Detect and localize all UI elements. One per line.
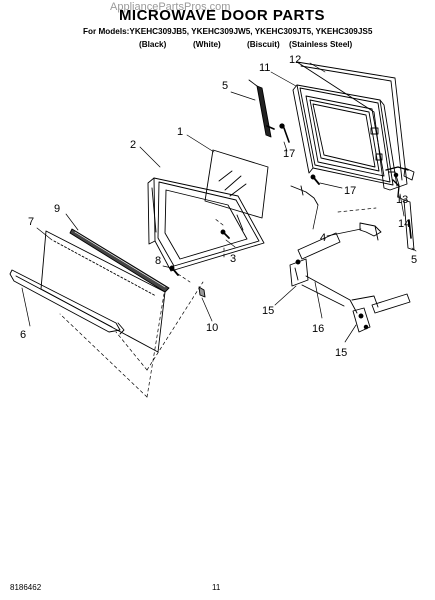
assembly-dashed-lines <box>59 207 377 398</box>
part-14-bracket <box>385 166 415 186</box>
leader-lines <box>21 62 417 343</box>
part-13-latch <box>392 179 400 197</box>
callout-7: 7 <box>28 216 34 228</box>
finish-label-stainless: (Stainless Steel) <box>289 40 353 49</box>
part-10-clip <box>198 286 206 298</box>
callout-8: 8 <box>155 255 161 267</box>
callout-15-left: 15 <box>262 305 274 317</box>
finish-label-biscuit: (Biscuit) <box>247 40 280 49</box>
callout-1: 1 <box>177 126 183 138</box>
watermark: AppliancePartsPros.com <box>110 1 231 13</box>
callout-5-lower: 5 <box>411 254 417 266</box>
callout-12: 12 <box>289 54 301 66</box>
part-6-handle <box>9 269 125 335</box>
callout-11: 11 <box>259 62 270 74</box>
callout-10: 10 <box>206 322 218 334</box>
callout-13: 13 <box>396 194 408 206</box>
part-5-hinge-upper <box>248 79 272 138</box>
models-line: For Models:YKEHC309JB5, YKEHC309JW5, YKE… <box>83 27 373 36</box>
callout-4: 4 <box>320 232 326 244</box>
callout-2: 2 <box>130 139 136 151</box>
callout-3: 3 <box>230 253 236 265</box>
page-number: 11 <box>212 583 221 592</box>
part-15-hinge-lower <box>351 293 411 333</box>
callout-17-upper: 17 <box>283 148 295 160</box>
callout-14: 14 <box>398 218 410 230</box>
part-bracket-middle <box>290 185 319 206</box>
part-5-hinge-lower <box>403 199 415 251</box>
part-17-screws-upper <box>266 123 290 143</box>
part-2-inner-frame <box>147 177 265 272</box>
part-7-outer-panel <box>40 230 166 353</box>
finish-label-black: (Black) <box>139 40 167 49</box>
callout-17-middle: 17 <box>344 185 356 197</box>
document-number: 8186462 <box>10 583 42 592</box>
finish-label-white: (White) <box>193 40 221 49</box>
part-1-glass-panel <box>204 149 269 219</box>
page-title: MICROWAVE DOOR PARTS <box>118 7 326 24</box>
part-11-door-frame <box>292 84 398 187</box>
part-3-screw <box>220 229 230 239</box>
callout-16: 16 <box>312 323 324 335</box>
callout-9: 9 <box>54 203 60 215</box>
part-16-hinge-link <box>301 275 358 314</box>
part-12-outer-panel <box>296 61 408 191</box>
callout-labels: 1 2 3 4 5 5 6 7 8 9 10 11 12 13 14 15 15… <box>20 54 417 359</box>
callout-5-upper: 5 <box>222 80 228 92</box>
callout-15-bottom: 15 <box>335 347 347 359</box>
part-4-bracket-right <box>359 222 382 241</box>
part-15-hinge-upper <box>289 232 341 287</box>
part-17-screw-middle <box>310 174 320 185</box>
callout-6: 6 <box>20 329 26 341</box>
part-8-screw <box>169 265 179 276</box>
finish-labels: (Black) (White) (Biscuit) (Stainless Ste… <box>0 40 435 52</box>
